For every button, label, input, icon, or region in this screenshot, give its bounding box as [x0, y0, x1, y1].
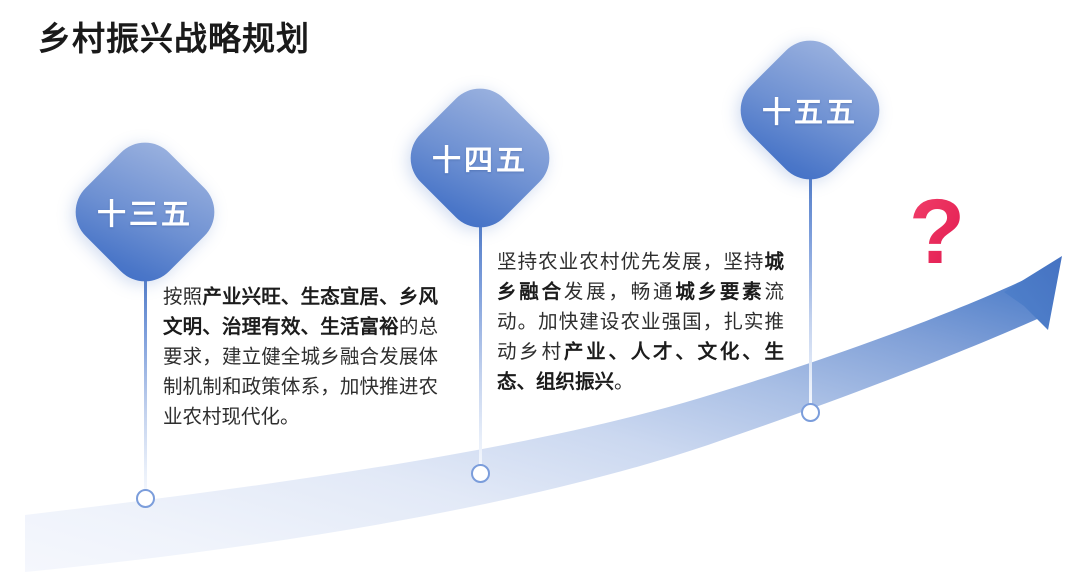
- timeline-node-label-14th: 十四五: [431, 145, 528, 177]
- timeline-node-label-13th: 十三五: [96, 199, 193, 231]
- description-run-2: 的总要求，建立健全城乡融合发展体制机制和政策体系，加快推进农业农村现代化。: [163, 317, 438, 428]
- connector-stem-line: [144, 268, 147, 500]
- timeline-node-14th[interactable]: 十四五: [396, 74, 564, 242]
- description-run-3: 城乡要素: [675, 282, 765, 303]
- description-run-1: 城乡融合: [497, 252, 784, 303]
- description-run-0: 按照: [163, 287, 203, 308]
- connector-stem-line: [809, 166, 812, 414]
- connector-stem-15th: [809, 166, 812, 414]
- connector-stem-13th: [144, 268, 147, 500]
- connector-stem-14th: [479, 213, 482, 474]
- description-run-6: 。: [614, 372, 634, 393]
- page-title: 乡村振兴战略规划: [38, 22, 310, 58]
- description-run-0: 坚持农业农村优先发展，坚持: [497, 252, 765, 273]
- description-14th: 坚持农业农村优先发展，坚持城乡融合发展，畅通城乡要素流动。加快建设农业强国，扎实…: [497, 248, 784, 398]
- description-run-1: 产业兴旺、生态宜居、乡风文明、治理有效、生活富裕: [163, 287, 438, 338]
- circle-marker-icon-14th: [471, 464, 490, 483]
- timeline-node-label-15th: 十五五: [761, 97, 858, 129]
- description-run-2: 发展，畅通: [563, 282, 676, 303]
- timeline-node-15th[interactable]: 十五五: [726, 26, 894, 194]
- description-13th: 按照产业兴旺、生态宜居、乡风文明、治理有效、生活富裕的总要求，建立健全城乡融合发…: [163, 283, 438, 433]
- connector-stem-line: [479, 213, 482, 474]
- circle-marker-icon-13th: [136, 489, 155, 508]
- question-mark-glyph: ?: [909, 189, 965, 283]
- timeline-node-13th[interactable]: 十三五: [61, 128, 229, 296]
- description-run-4: 流动。加快建设农业强国，扎实推动乡村: [497, 282, 784, 363]
- description-run-5: 产业、人才、文化、生态、组织振兴: [497, 342, 784, 393]
- question-mark-icon: ?: [909, 189, 965, 283]
- circle-marker-icon-15th: [801, 403, 820, 422]
